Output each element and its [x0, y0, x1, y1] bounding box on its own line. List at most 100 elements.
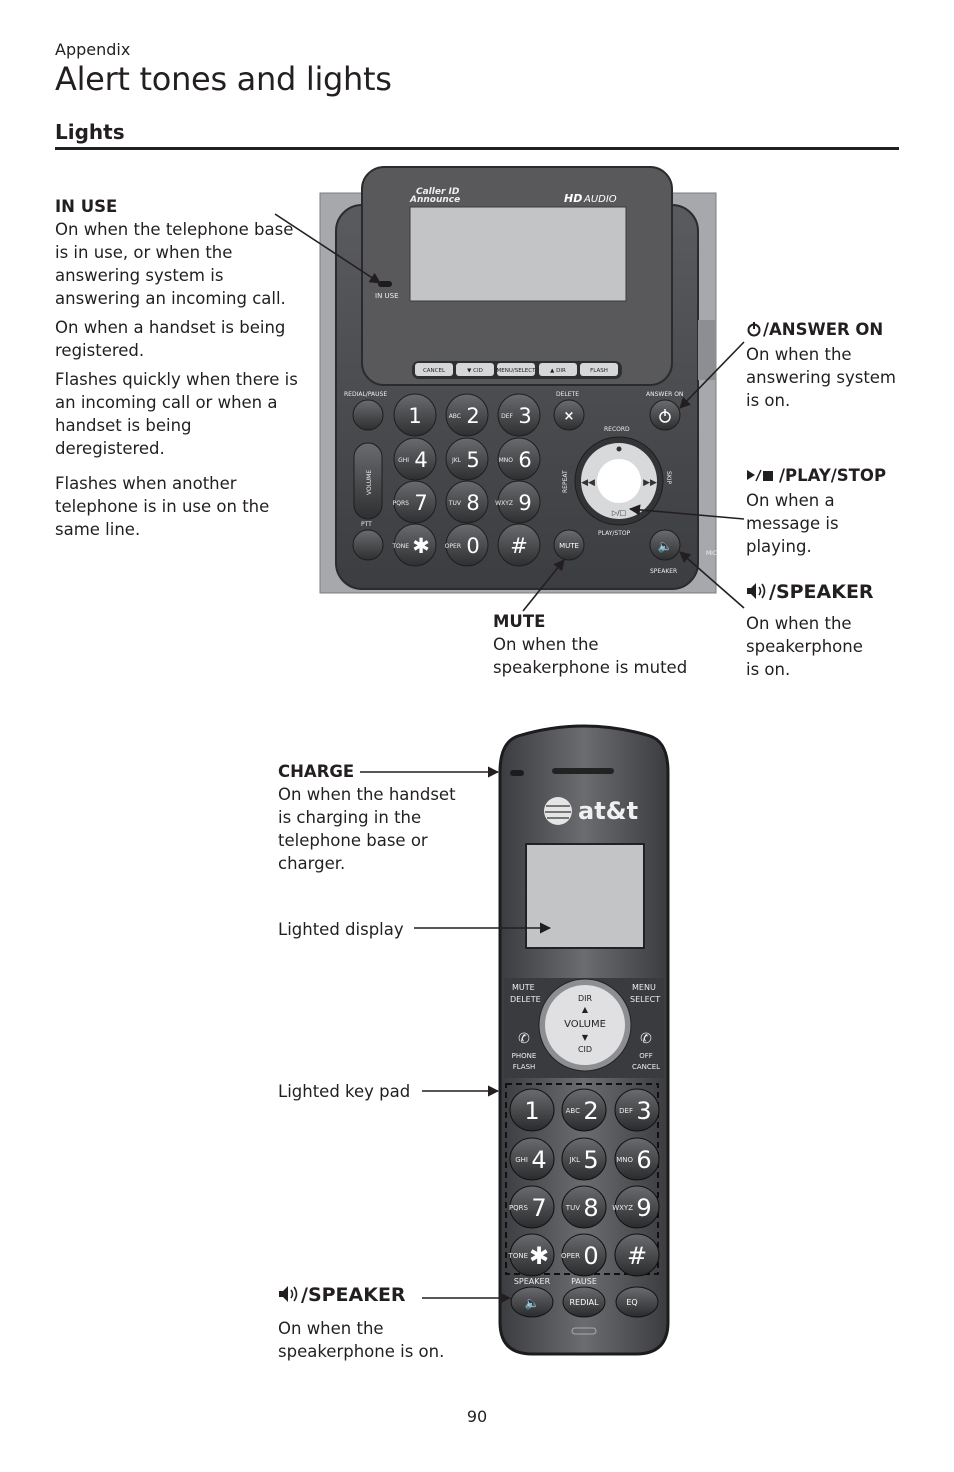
delete-button	[553, 399, 585, 431]
mute-button	[553, 529, 585, 561]
display-callout: Lighted display	[278, 920, 404, 939]
svg-text:PTT: PTT	[361, 521, 372, 528]
speaker-icon	[746, 582, 768, 606]
base-key-digit-4: 5	[466, 448, 479, 472]
base-key-letters-8: WXYZ	[495, 500, 513, 507]
svg-text:✆: ✆	[640, 1031, 652, 1047]
base-key-2	[497, 393, 541, 437]
softkey-3	[539, 363, 577, 376]
svg-text:REDIAL: REDIAL	[569, 1298, 599, 1307]
softkey-label-2: MENU/SELECT	[497, 368, 537, 374]
play-stop-title: /PLAY/STOP	[779, 466, 887, 485]
handset-key-digit-7: 8	[583, 1194, 598, 1222]
svg-text:SELECT: SELECT	[630, 995, 660, 1004]
svg-text:▷/□: ▷/□	[612, 509, 626, 517]
handset-key-letters-5: MNO	[616, 1156, 633, 1164]
base-key-letters-5: MNO	[499, 457, 514, 464]
handset-illustration: at&t MUTE DELETE MENU SELECT DIR ▲ VOLUM…	[498, 724, 670, 1356]
base-key-8	[497, 480, 541, 524]
softkey-label-3: ▲ DIR	[550, 368, 566, 374]
section-label: Appendix	[55, 40, 131, 59]
base-key-6	[393, 480, 437, 524]
in-use-led	[378, 281, 392, 287]
svg-text:SKIP: SKIP	[665, 471, 672, 485]
charge-text: On when the handset is charging in the t…	[278, 785, 456, 873]
handset-key-digit-9: ✱	[529, 1242, 549, 1270]
redial-button	[352, 399, 384, 431]
handset-key-letters-3: GHI	[515, 1156, 528, 1164]
svg-text:SPEAKER: SPEAKER	[650, 568, 677, 575]
base-key-digit-3: 4	[414, 448, 427, 472]
handset-key-4	[561, 1137, 607, 1181]
base-key-digit-2: 3	[518, 404, 531, 428]
in-use-text-3: Flashes quickly when there is an incomin…	[55, 370, 298, 458]
handset-key-9	[509, 1233, 555, 1277]
base-key-9	[393, 523, 437, 567]
in-use-label: IN USE	[375, 292, 399, 300]
handset-key-8	[614, 1185, 660, 1229]
handset-key-digit-4: 5	[583, 1146, 598, 1174]
base-key-letters-2: DEF	[501, 413, 513, 420]
logo-announce: Announce	[409, 195, 460, 205]
handset-key-letters-6: PQRS	[509, 1204, 529, 1212]
base-key-letters-6: PQRS	[393, 500, 410, 507]
svg-text:PAUSE: PAUSE	[571, 1277, 597, 1286]
svg-text:REDIAL/PAUSE: REDIAL/PAUSE	[344, 391, 387, 398]
play-stop-icon	[746, 466, 778, 489]
base-speaker-text: On when the speakerphone is on.	[746, 614, 863, 679]
svg-text:PHONE: PHONE	[512, 1052, 537, 1060]
softkey-4	[580, 363, 618, 376]
base-key-4	[445, 437, 489, 481]
base-key-0	[393, 393, 437, 437]
handset-key-11	[614, 1233, 660, 1277]
power-icon	[746, 320, 762, 343]
base-key-letters-1: ABC	[449, 413, 461, 420]
in-use-callout: IN USE On when the telephone base is in …	[55, 195, 305, 547]
logo-hd: HD	[564, 192, 582, 205]
softkey-label-0: CANCEL	[423, 368, 446, 374]
handset-key-letters-9: TONE	[508, 1252, 528, 1260]
svg-text:VOLUME: VOLUME	[366, 470, 373, 495]
svg-text:◀◀: ◀◀	[581, 478, 595, 488]
answer-on-text: On when the answering system is on.	[746, 345, 897, 410]
base-key-letters-10: OPER	[445, 543, 461, 550]
svg-text:PLAY/STOP: PLAY/STOP	[598, 530, 631, 537]
svg-text:ANSWER ON: ANSWER ON	[646, 391, 683, 398]
page-number: 90	[466, 1407, 488, 1426]
svg-text:SPEAKER: SPEAKER	[514, 1277, 551, 1286]
handset-key-1	[561, 1088, 607, 1132]
svg-text:OFF: OFF	[639, 1052, 653, 1060]
base-key-digit-0: 1	[408, 404, 421, 428]
svg-text:EQ: EQ	[626, 1298, 637, 1307]
handset-key-letters-8: WXYZ	[612, 1204, 633, 1212]
in-use-text-1: On when the telephone base is in use, or…	[55, 220, 294, 308]
handset-key-3	[509, 1137, 555, 1181]
svg-text:MIC: MIC	[706, 550, 717, 557]
mute-text: On when the speakerphone is muted	[493, 635, 688, 677]
telephone-base-illustration: Caller ID Announce HD AUDIO IN USE CANCE…	[319, 166, 717, 594]
volume-rocker	[353, 442, 383, 520]
base-key-letters-7: TUV	[448, 500, 462, 507]
svg-text:DIR: DIR	[578, 994, 593, 1003]
handset-brand: at&t	[578, 797, 638, 825]
handset-key-letters-7: TUV	[565, 1204, 580, 1212]
base-key-digit-1: 2	[466, 404, 479, 428]
mute-callout: MUTE On when the speakerphone is muted	[493, 610, 713, 679]
speaker-icon	[278, 1285, 300, 1309]
handset-key-digit-11: #	[627, 1242, 647, 1270]
answer-on-callout: /ANSWER ON On when the answering system …	[746, 318, 906, 412]
base-key-digit-11: #	[510, 534, 528, 558]
base-key-digit-5: 6	[518, 448, 531, 472]
play-stop-text: On when a message is playing.	[746, 491, 839, 556]
svg-text:🔈: 🔈	[658, 539, 673, 553]
svg-text:▲: ▲	[582, 1005, 589, 1014]
svg-text:FLASH: FLASH	[513, 1063, 536, 1071]
handset-speaker-callout: /SPEAKER On when the speakerphone is on.	[278, 1284, 468, 1363]
base-key-digit-7: 8	[466, 491, 479, 515]
charge-callout: CHARGE On when the handset is charging i…	[278, 760, 458, 875]
base-key-letters-4: JKL	[451, 457, 462, 464]
handset-key-digit-8: 9	[636, 1194, 651, 1222]
